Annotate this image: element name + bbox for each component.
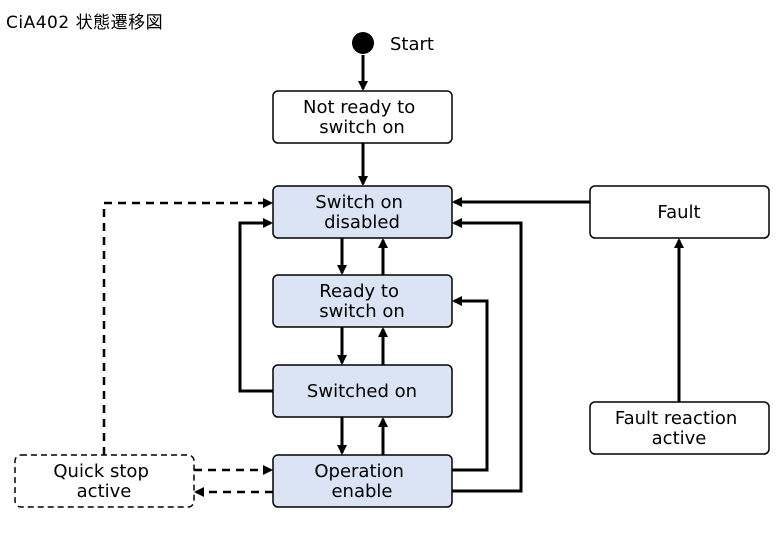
start-label: Start [390, 34, 434, 55]
transition-operation-to-sod [452, 218, 523, 493]
label-switch-on-disabled: Switch on disabled [315, 192, 408, 233]
start-node [352, 32, 374, 54]
label-ready-to-switch-on: Ready to switch on [319, 281, 405, 322]
transition-quick-stop-to-sod [102, 198, 273, 455]
transition-switched-on-to-sod [238, 218, 273, 393]
label-fault: Fault [657, 202, 700, 223]
label-operation-enable: Operation enable [314, 461, 409, 502]
label-quick-stop-active: Quick stop active [53, 461, 154, 502]
state-switch-on-disabled [272, 185, 453, 239]
diagram-title: CiA402 状態遷移図 [6, 13, 164, 33]
transition-operation-to-ready [452, 296, 489, 472]
label-fault-reaction-active: Fault reaction active [615, 408, 743, 449]
state-operation-enable [272, 454, 453, 508]
label-switched-on: Switched on [307, 381, 417, 402]
label-not-ready: Not ready to switch on [303, 97, 421, 138]
